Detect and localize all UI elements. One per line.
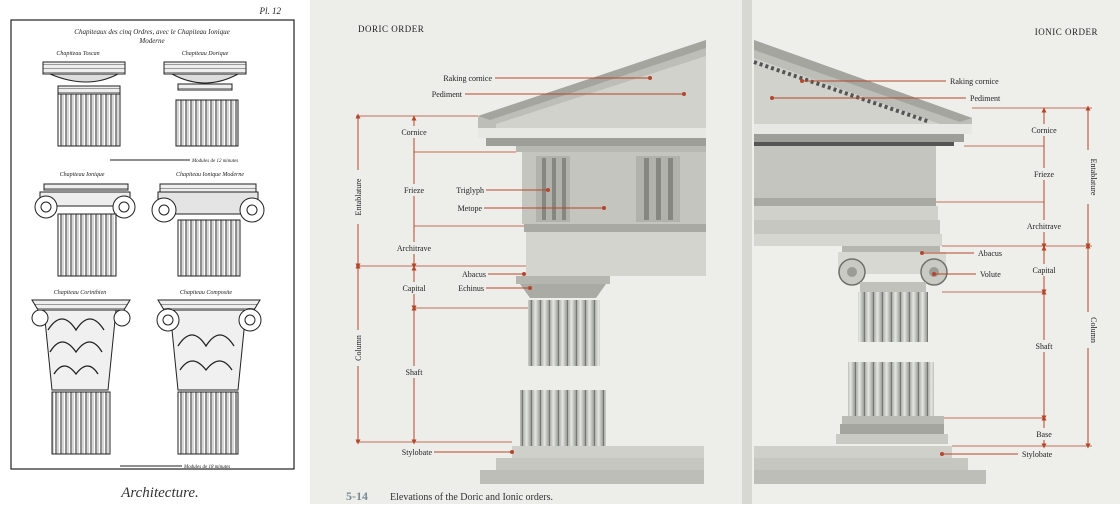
- doric-label-frieze: Frieze: [404, 186, 424, 195]
- doric-label-column: Column: [354, 335, 363, 361]
- doric-cornice-shape: [486, 138, 706, 146]
- ionic-label-frieze: Frieze: [1034, 170, 1054, 179]
- doric-label-cornice: Cornice: [401, 128, 427, 137]
- doric-label-shaft: Shaft: [406, 368, 424, 377]
- engraved-modern-ionic-capital: [151, 183, 265, 277]
- plate-scale-label-2: Modules de 18 minutes: [183, 465, 230, 470]
- plate-scale-label-1: Modules de 12 minutes: [191, 159, 238, 164]
- plate-label-modern-ionic: Chapiteau Ionique Moderne: [176, 172, 244, 178]
- doric-label-entablature: Entablature: [354, 178, 363, 215]
- plate-label-doric: Chapiteau Dorique: [182, 51, 229, 57]
- ionic-label-abacus: Abacus: [978, 249, 1002, 258]
- ionic-label-pediment: Pediment: [970, 94, 1001, 103]
- doric-label-triglyph: Triglyph: [456, 186, 484, 195]
- engraved-ionic-capital: [34, 183, 136, 277]
- ionic-annotations: Raking cornice Pediment Entablature Colu…: [770, 77, 1098, 459]
- caption-number: 5-14: [346, 489, 368, 503]
- engraved-composite-capital: [156, 299, 262, 455]
- doric-label-capital: Capital: [402, 284, 426, 293]
- plate-footer: Architecture.: [120, 485, 199, 501]
- caption-text: Elevations of the Doric and Ionic orders…: [390, 492, 553, 503]
- ionic-label-stylobate: Stylobate: [1022, 450, 1053, 459]
- ionic-architrave-shape: [754, 206, 938, 220]
- doric-shaft-upper: [528, 300, 600, 366]
- ionic-label-raking-cornice: Raking cornice: [950, 77, 999, 86]
- ionic-elevation: IONIC ORDER: [753, 27, 1098, 484]
- plate-label-composite: Chapiteau Composite: [180, 290, 233, 296]
- plate-frame: [10, 19, 295, 470]
- ionic-heading: IONIC ORDER: [1035, 27, 1098, 37]
- ionic-label-base: Base: [1036, 430, 1052, 439]
- page-gutter: [742, 0, 752, 504]
- plate-number: Pl. 12: [259, 6, 282, 16]
- doric-annotations: Raking cornice Pediment Entablature Colu…: [353, 74, 686, 457]
- plate-header-line2: Moderne: [138, 37, 164, 45]
- doric-label-architrave: Architrave: [397, 244, 432, 253]
- engraved-tuscan-capital: [42, 61, 126, 147]
- doric-label-abacus: Abacus: [462, 270, 486, 279]
- ionic-label-volute: Volute: [980, 270, 1001, 279]
- engraved-plate: Pl. 12 Chapiteaux des cinq Ordres, avec …: [0, 0, 300, 504]
- doric-heading: DORIC ORDER: [358, 24, 424, 34]
- engraved-corinthian-capital: [31, 299, 131, 455]
- ionic-cornice-shape: [754, 134, 964, 142]
- figure-caption: 5-14 Elevations of the Doric and Ionic o…: [346, 489, 553, 503]
- ionic-shaft-lower: [848, 362, 934, 416]
- ionic-abacus-shape: [842, 246, 940, 252]
- doric-label-raking-cornice: Raking cornice: [443, 74, 492, 83]
- doric-label-echinus: Echinus: [458, 284, 484, 293]
- plate-label-toscan: Chapiteau Toscan: [56, 51, 99, 57]
- ionic-base-shape: [842, 416, 944, 424]
- ionic-label-architrave: Architrave: [1027, 222, 1062, 231]
- ionic-label-cornice: Cornice: [1031, 126, 1057, 135]
- doric-triglyphs: [536, 156, 680, 222]
- ionic-shaft-upper: [858, 292, 928, 342]
- doric-label-pediment: Pediment: [432, 90, 463, 99]
- doric-stylobate-shape: [512, 446, 704, 458]
- plate-label-corinthian: Chapiteau Corinthien: [54, 290, 107, 296]
- engraved-doric-capital: [163, 61, 247, 147]
- ionic-label-entablature: Entablature: [1089, 159, 1098, 196]
- doric-abacus-shape: [516, 276, 610, 284]
- doric-elevation: DORIC ORDER: [358, 24, 706, 484]
- doric-architrave-shape: [526, 232, 706, 276]
- plate-header-line1: Chapiteaux des cinq Ordres, avec le Chap…: [74, 28, 229, 36]
- plate-label-ionic: Chapiteau Ionique: [60, 172, 105, 178]
- ionic-frieze-shape: [754, 146, 936, 198]
- doric-echinus-shape: [520, 284, 606, 298]
- doric-shaft-lower: [520, 390, 606, 446]
- ionic-label-shaft: Shaft: [1036, 342, 1054, 351]
- ionic-label-column: Column: [1089, 317, 1098, 343]
- doric-label-stylobate: Stylobate: [402, 448, 433, 457]
- ionic-stylobate-shape: [754, 446, 952, 458]
- ionic-label-capital: Capital: [1032, 266, 1056, 275]
- doric-label-metope: Metope: [458, 204, 483, 213]
